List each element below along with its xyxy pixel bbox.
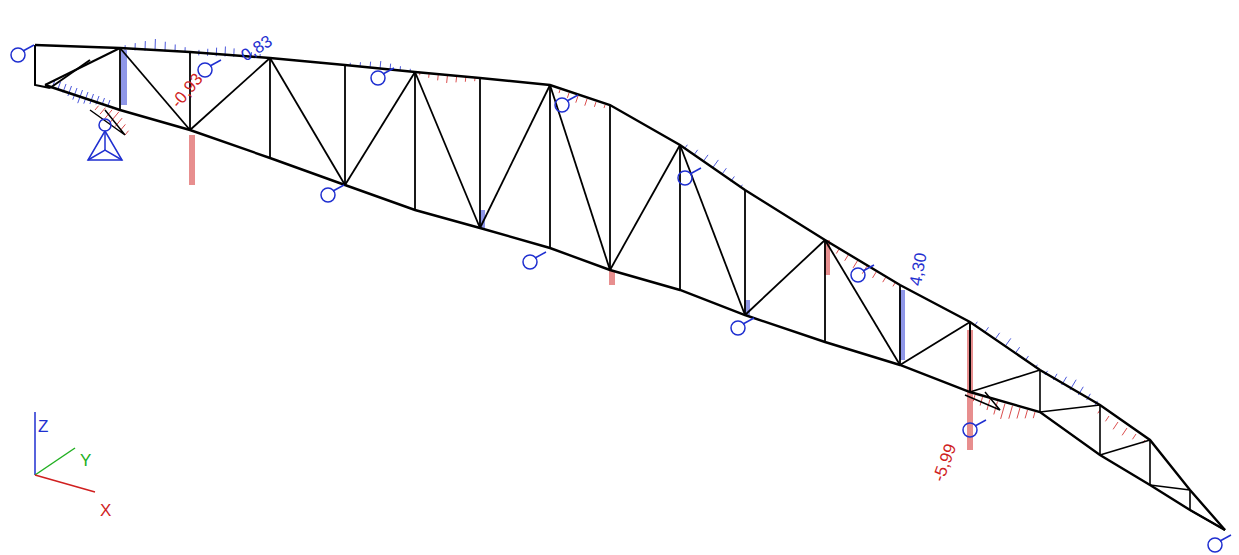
node-symbol xyxy=(731,318,754,335)
truss-member xyxy=(415,72,480,228)
truss-member xyxy=(119,48,121,110)
truss-member xyxy=(45,85,1225,530)
node-symbol xyxy=(1208,535,1231,552)
moment-hatch xyxy=(1001,404,1005,419)
axis-label: Y xyxy=(80,452,91,469)
node-symbol xyxy=(963,420,986,437)
node-symbol xyxy=(198,60,221,77)
truss-member xyxy=(269,58,271,158)
truss-member xyxy=(550,85,610,270)
truss-member xyxy=(679,145,681,290)
moment-hatch xyxy=(108,100,110,105)
truss-member xyxy=(270,58,345,185)
moment-value: -0,93 xyxy=(168,70,206,111)
node-symbol xyxy=(321,185,344,202)
truss-member xyxy=(970,370,1040,392)
truss-member xyxy=(50,60,90,88)
force-bar xyxy=(122,50,123,105)
moment-hatch xyxy=(1017,408,1020,419)
truss-member xyxy=(745,240,825,315)
moment-value: -5,99 xyxy=(930,442,959,484)
node-symbol xyxy=(371,68,394,85)
moment-hatch xyxy=(883,277,886,282)
truss-member xyxy=(965,392,1000,410)
truss-member xyxy=(969,322,971,392)
moment-hatch xyxy=(1113,422,1118,429)
moment-hatch xyxy=(893,283,895,286)
node-symbol xyxy=(11,45,34,62)
truss-member xyxy=(1039,370,1041,412)
truss-member xyxy=(344,65,346,185)
truss-member xyxy=(414,72,416,210)
truss-member xyxy=(900,322,970,365)
truss-member xyxy=(190,58,270,130)
moment-hatch xyxy=(576,96,578,103)
moment-value: 4,30 xyxy=(907,251,929,287)
force-bar xyxy=(904,290,905,360)
truss-member xyxy=(480,85,550,228)
truss-member xyxy=(90,110,125,135)
moment-hatch xyxy=(559,90,560,93)
node-symbol xyxy=(523,252,546,269)
truss-member xyxy=(969,322,971,392)
truss xyxy=(11,39,1231,552)
force-bar xyxy=(192,135,193,185)
node-symbol xyxy=(555,95,578,112)
truss-member xyxy=(549,85,551,248)
force-bar xyxy=(194,135,195,185)
pinned-support xyxy=(88,119,122,160)
moment-hatch xyxy=(585,99,587,106)
truss-member xyxy=(1189,490,1191,510)
truss-member xyxy=(1149,440,1151,485)
truss-member xyxy=(609,105,611,270)
moment-hatch xyxy=(567,93,569,98)
truss-member xyxy=(610,145,680,270)
moment-hatch xyxy=(1009,406,1013,419)
moment-hatch xyxy=(1033,412,1035,418)
truss-member xyxy=(680,145,745,315)
moment-hatch xyxy=(845,254,849,260)
truss-member xyxy=(824,240,826,342)
truss-member xyxy=(1099,405,1101,455)
truss-member xyxy=(35,45,1225,530)
truss-member xyxy=(45,48,120,85)
moment-hatch xyxy=(95,106,99,110)
force-bar xyxy=(972,330,973,450)
moment-hatch xyxy=(1105,416,1109,421)
truss-member xyxy=(1190,510,1225,530)
moment-hatch xyxy=(1025,410,1027,418)
moment-hatch xyxy=(1132,434,1136,439)
axis-label: Z xyxy=(38,418,48,435)
axis-label: X xyxy=(100,502,111,519)
force-bar xyxy=(612,270,613,285)
force-bar xyxy=(190,135,191,185)
truss-member xyxy=(825,240,900,365)
moment-hatch xyxy=(1122,428,1127,435)
moment-hatch xyxy=(604,105,605,108)
moment-hatch xyxy=(873,272,877,278)
node-symbol xyxy=(678,168,701,185)
truss-member xyxy=(345,72,415,185)
moment-hatch xyxy=(100,108,105,114)
force-bar xyxy=(126,50,127,105)
force-bar xyxy=(610,270,611,285)
moment-hatch xyxy=(115,118,122,127)
truss-member xyxy=(744,190,746,315)
moment-hatch xyxy=(594,102,596,107)
truss-member xyxy=(899,285,901,365)
axis-triad xyxy=(35,412,95,492)
force-bar xyxy=(902,290,903,360)
moment-hatch xyxy=(125,131,129,135)
moment-hatch xyxy=(853,260,858,268)
truss-member xyxy=(1100,440,1150,455)
truss-member xyxy=(35,45,50,88)
truss-member xyxy=(1150,485,1190,490)
truss-member xyxy=(479,78,481,228)
node-symbol xyxy=(851,265,874,282)
force-bar xyxy=(124,50,125,105)
truss-member xyxy=(1040,405,1100,412)
